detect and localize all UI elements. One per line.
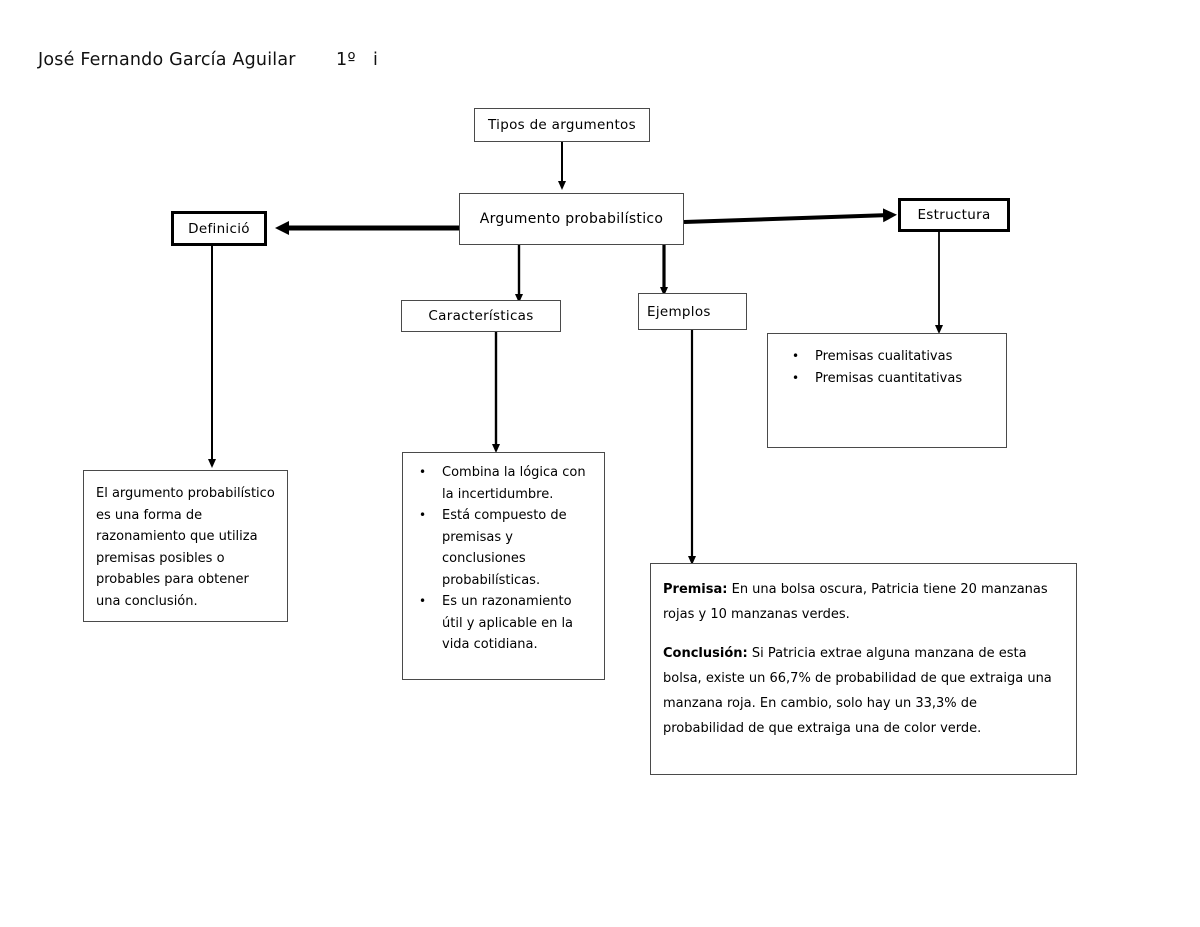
node-tipos-de-argumentos-label: Tipos de argumentos [488, 117, 636, 133]
node-definicion-label: Definició [188, 220, 250, 237]
node-tipos-de-argumentos[interactable]: Tipos de argumentos [474, 108, 650, 142]
caracteristicas-list: Combina la lógica con la incertidumbre. … [407, 462, 596, 656]
conclusion-paragraph: Conclusión: Si Patricia extrae alguna ma… [663, 641, 1062, 741]
node-caracteristicas[interactable]: Características [401, 300, 561, 332]
list-item: Premisas cuantitativas [780, 368, 996, 390]
node-ejemplos[interactable]: Ejemplos [638, 293, 747, 330]
premisa-body: En una bolsa oscura, Patricia tiene 20 m… [663, 582, 1048, 622]
premisa-label: Premisa: [663, 582, 728, 597]
edge-main-to-estructura [683, 208, 897, 224]
list-item: Combina la lógica con la incertidumbre. [407, 462, 596, 505]
conclusion-body: Si Patricia extrae alguna manzana de est… [663, 646, 1052, 736]
node-argumento-probabilistico-label: Argumento probabilístico [479, 211, 664, 227]
panel-caracteristicas-bullets: Combina la lógica con la incertidumbre. … [402, 452, 605, 680]
definicion-paragraph: El argumento probabilístico es una forma… [96, 486, 275, 609]
node-definicion[interactable]: Definició [171, 211, 267, 246]
panel-ejemplo-text: Premisa: En una bolsa oscura, Patricia t… [650, 563, 1077, 775]
page-title: José Fernando García Aguilar 1º i [38, 50, 379, 70]
node-caracteristicas-label: Características [428, 308, 534, 324]
node-ejemplos-label: Ejemplos [647, 303, 711, 320]
panel-estructura-premisas: Premisas cualitativas Premisas cuantitat… [767, 333, 1007, 448]
conclusion-label: Conclusión: [663, 646, 748, 661]
node-estructura-label: Estructura [917, 207, 991, 223]
list-item: Está compuesto de premisas y conclusione… [407, 505, 596, 591]
panel-definicion-text: El argumento probabilístico es una forma… [83, 470, 288, 622]
list-item: Es un razonamiento útil y aplicable en l… [407, 591, 596, 656]
node-argumento-probabilistico[interactable]: Argumento probabilístico [459, 193, 684, 245]
node-estructura[interactable]: Estructura [898, 198, 1010, 232]
list-item: Premisas cualitativas [780, 346, 996, 368]
premisas-list: Premisas cualitativas Premisas cuantitat… [780, 346, 996, 389]
premisa-paragraph: Premisa: En una bolsa oscura, Patricia t… [663, 577, 1062, 627]
